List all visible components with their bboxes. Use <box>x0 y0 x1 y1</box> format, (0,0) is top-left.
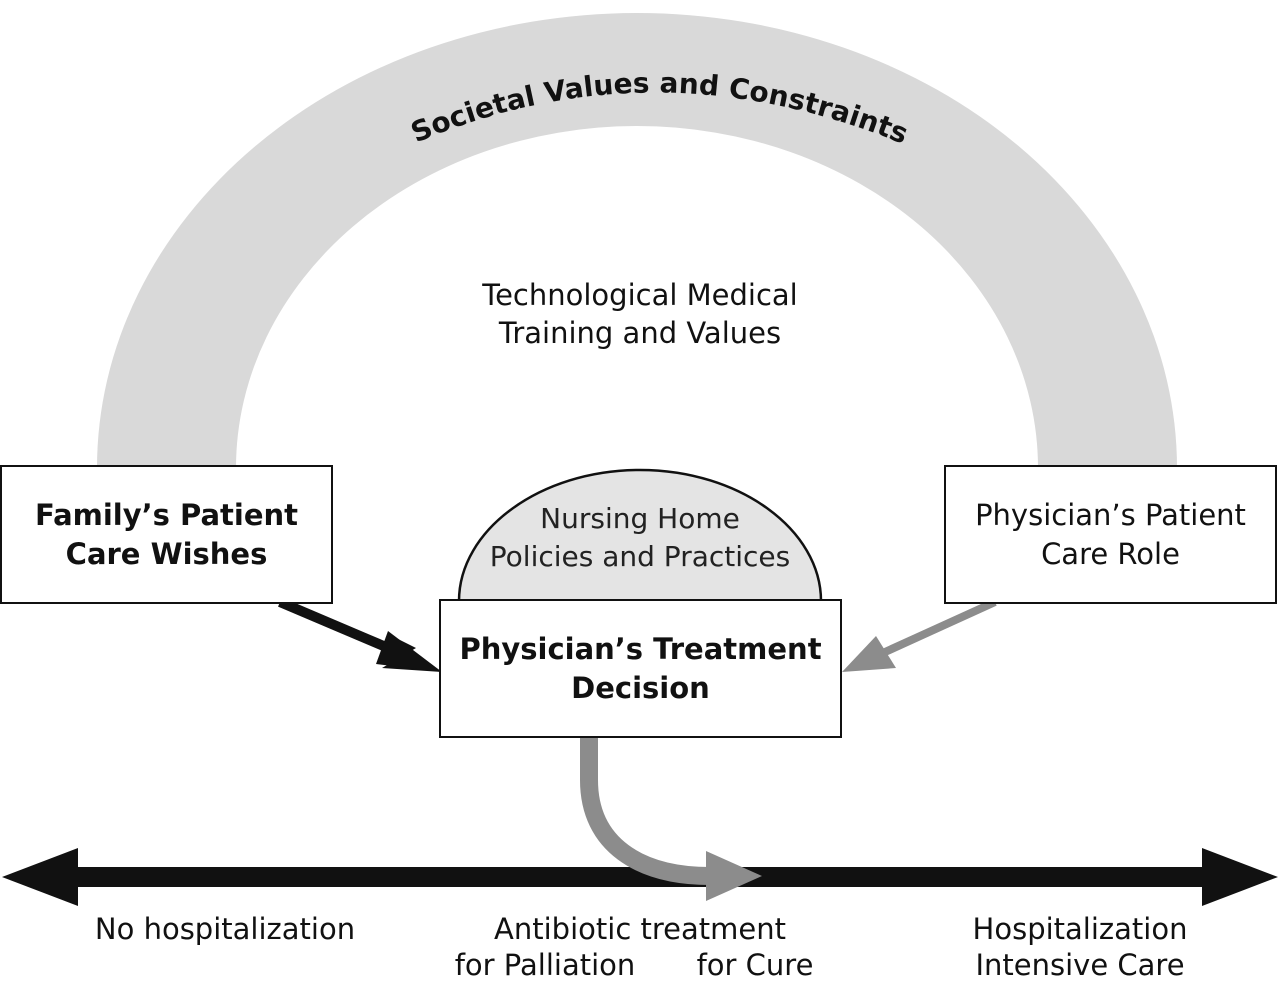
axis-left-arrowhead <box>2 848 78 906</box>
nursing-home-label: Nursing Home Policies and Practices <box>460 500 820 576</box>
physician-role-line1: Physician’s Patient <box>975 497 1246 532</box>
axis-shaft <box>55 867 1225 887</box>
role-to-decision-arrow-shaft <box>883 598 997 656</box>
family-to-decision-arrow-shaft <box>278 597 402 658</box>
axis-middle-sub-left: for Palliation <box>454 948 636 982</box>
nursing-home-dome <box>457 468 823 603</box>
axis-middle-label: Antibiotic treatment <box>494 912 786 946</box>
decision-to-axis-arrowhead <box>706 851 762 901</box>
decision-to-axis-arrow <box>580 737 711 885</box>
nursing-home-line1: Nursing Home <box>540 502 740 535</box>
treatment-decision-box: Physician’s Treatment Decision <box>439 599 842 738</box>
axis-right-label-1: Hospitalization <box>972 912 1188 946</box>
technological-values-label: Technological Medical Training and Value… <box>440 276 840 352</box>
family-wishes-line1: Family’s Patient <box>34 497 299 532</box>
axis-right-label-2: Intensive Care <box>975 948 1185 982</box>
technological-values-line1: Technological Medical <box>482 278 798 312</box>
physician-role-line2: Care Role <box>1041 536 1180 571</box>
technological-values-line2: Training and Values <box>498 316 782 350</box>
family-to-decision-arrowhead-fill <box>376 631 442 672</box>
family-wishes-line2: Care Wishes <box>65 536 268 571</box>
family-wishes-box: Family’s Patient Care Wishes <box>0 465 333 604</box>
axis-right-arrowhead <box>1202 848 1278 906</box>
treatment-decision-line1: Physician’s Treatment <box>459 631 822 666</box>
axis-left-label: No hospitalization <box>94 912 356 946</box>
physician-role-box: Physician’s Patient Care Role <box>944 465 1277 604</box>
societal-values-arch <box>97 13 1177 468</box>
nursing-home-line2: Policies and Practices <box>489 540 791 573</box>
role-to-decision-arrowhead <box>842 636 896 672</box>
axis-middle-sub-right: for Cure <box>696 948 814 982</box>
treatment-decision-line2: Decision <box>571 670 710 705</box>
